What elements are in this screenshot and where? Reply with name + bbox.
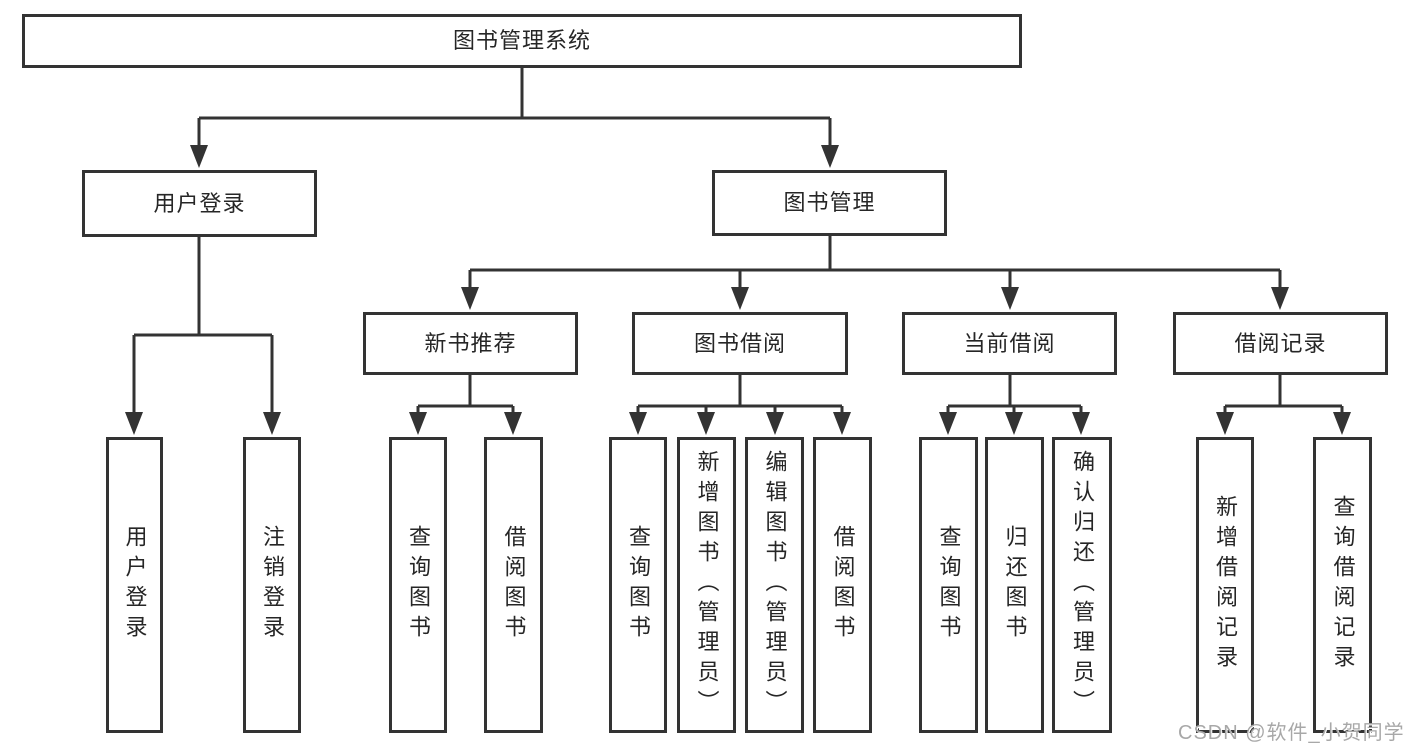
node-label: 图书管理 xyxy=(783,190,876,215)
node-label: 借阅图书 xyxy=(501,525,527,645)
node-book-management: 图书管理 xyxy=(712,170,947,236)
node-label: 归还图书 xyxy=(1002,525,1028,645)
csdn-watermark: CSDN @软件_小贺同学 xyxy=(1178,722,1405,744)
leaf-query-books-3: 查询图书 xyxy=(919,437,978,733)
node-label: 借阅记录 xyxy=(1234,330,1327,356)
node-borrow-records: 借阅记录 xyxy=(1173,312,1388,375)
leaf-add-book-admin: 新增图书（管理员） xyxy=(677,437,736,733)
node-label: 图书管理系统 xyxy=(452,28,591,53)
node-label: 注销登录 xyxy=(260,525,285,645)
node-label: 用户登录 xyxy=(153,190,246,216)
node-label: 查询图书 xyxy=(626,525,651,645)
leaf-query-books-2: 查询图书 xyxy=(609,437,667,733)
arrowheads xyxy=(125,145,1351,435)
node-label: 编辑图书（管理员） xyxy=(762,450,788,720)
node-label: 确认归还（管理员） xyxy=(1070,450,1095,720)
node-current-borrowing: 当前借阅 xyxy=(902,312,1117,375)
leaf-borrow-books-1: 借阅图书 xyxy=(484,437,543,733)
node-label: 用户登录 xyxy=(122,525,148,645)
connector-path xyxy=(132,68,1344,417)
node-user-login: 用户登录 xyxy=(82,170,317,237)
node-book-borrowing: 图书借阅 xyxy=(632,312,848,375)
node-library-system: 图书管理系统 xyxy=(22,14,1022,68)
node-label: 新增借阅记录 xyxy=(1213,495,1238,675)
leaf-borrow-books-2: 借阅图书 xyxy=(813,437,872,733)
leaf-logout: 注销登录 xyxy=(243,437,301,733)
node-new-book-recommend: 新书推荐 xyxy=(363,312,578,375)
leaf-user-login: 用户登录 xyxy=(106,437,163,733)
leaf-add-borrow-record: 新增借阅记录 xyxy=(1196,437,1254,733)
node-label: 查询借阅记录 xyxy=(1330,495,1356,675)
leaf-query-borrow-record: 查询借阅记录 xyxy=(1313,437,1372,733)
node-label: 查询图书 xyxy=(406,525,431,645)
node-label: 查询图书 xyxy=(936,525,962,645)
leaf-confirm-return-admin: 确认归还（管理员） xyxy=(1052,437,1112,733)
node-label: 新书推荐 xyxy=(424,330,517,356)
leaf-return-book: 归还图书 xyxy=(985,437,1044,733)
node-label: 图书借阅 xyxy=(693,330,786,356)
node-label: 当前借阅 xyxy=(963,330,1056,356)
leaf-edit-book-admin: 编辑图书（管理员） xyxy=(745,437,804,733)
node-label: 新增图书（管理员） xyxy=(694,450,720,720)
leaf-query-books-1: 查询图书 xyxy=(389,437,447,733)
node-label: 借阅图书 xyxy=(830,525,856,645)
